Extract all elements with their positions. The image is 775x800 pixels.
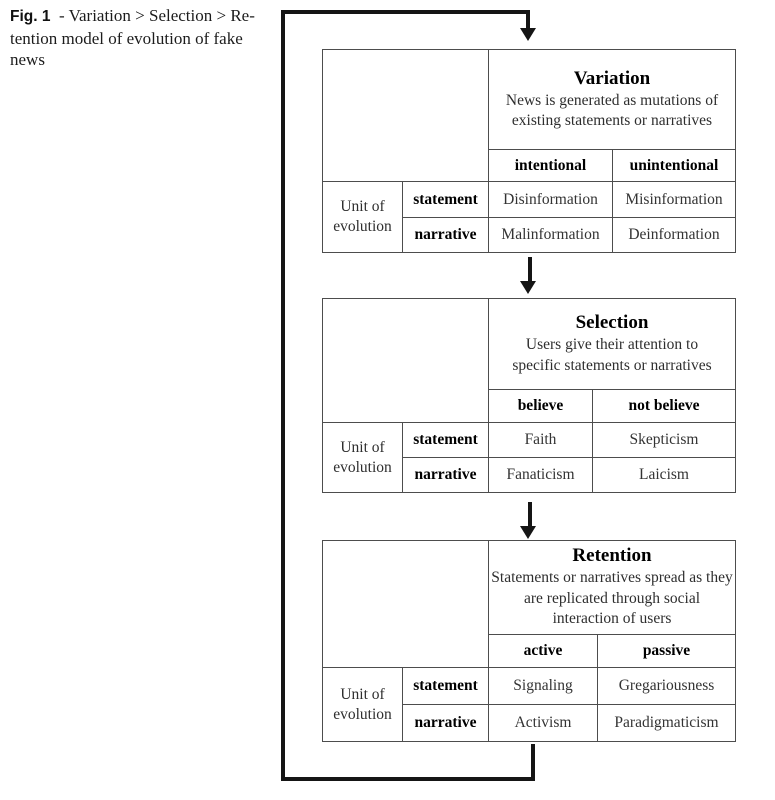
data-cell: Deinformation	[612, 217, 736, 253]
feedback-loop-return-line	[531, 744, 535, 781]
caption-line-3: news	[10, 50, 45, 69]
caption-line-1: Fig. 1 - Variation > Selection > Re-	[10, 5, 285, 28]
table-title: Selection	[575, 312, 649, 334]
data-cell: Activism	[488, 704, 598, 742]
row-label: narrative	[402, 217, 489, 253]
data-cell: Fanaticism	[488, 457, 593, 493]
variation-table: Variation News is generated as mutations…	[322, 49, 736, 253]
row-label: statement	[402, 181, 489, 218]
data-cell: Faith	[488, 422, 593, 458]
caption-line-2: tention model of evolution of fake	[10, 28, 243, 48]
table-description: Users give their attention to specific s…	[512, 336, 712, 374]
figure-number-label: Fig. 1	[10, 8, 51, 25]
flow-arrowhead-icon	[520, 526, 536, 539]
unit-of-evolution-label: Unit of evolution	[322, 181, 403, 253]
unit-of-evolution-label: Unit of evolution	[322, 667, 403, 742]
spacer-cell	[322, 298, 489, 423]
unit-of-evolution-label: Unit of evolution	[322, 422, 403, 493]
row-label: statement	[402, 667, 489, 705]
feedback-loop-entry-shaft	[526, 10, 530, 28]
retention-table: Retention Statements or narratives sprea…	[322, 540, 736, 742]
table-title: Variation	[573, 67, 651, 89]
row-label: narrative	[402, 704, 489, 742]
table-header-cell: Variation News is generated as mutations…	[488, 49, 736, 150]
data-cell: Skepticism	[592, 422, 736, 458]
data-cell: Gregariousness	[597, 667, 736, 705]
row-label: narrative	[402, 457, 489, 493]
table-header-cell: Retention Statements or narratives sprea…	[488, 540, 736, 635]
feedback-loop-bottom-line	[281, 777, 535, 781]
caption-title-text: - Variation > Selection > Re-	[50, 6, 255, 25]
feedback-loop-top-line	[281, 10, 530, 14]
data-cell: Paradigmaticism	[597, 704, 736, 742]
unit-label-line2: evolution	[333, 458, 392, 476]
unit-label-line1: Unit of	[340, 685, 385, 703]
loop-arrowhead-icon	[520, 28, 536, 41]
flow-arrow-variation-to-selection	[528, 257, 532, 281]
table-description: Statements or narratives spread as they …	[491, 569, 733, 628]
selection-table: Selection Users give their attention to …	[322, 298, 736, 493]
feedback-loop-left-line	[281, 10, 285, 781]
table-title: Retention	[572, 545, 652, 567]
unit-label-line1: Unit of	[340, 198, 385, 216]
column-header: active	[488, 634, 598, 668]
column-header: unintentional	[612, 149, 736, 182]
flow-arrow-selection-to-retention	[528, 502, 532, 526]
figure-caption: Fig. 1 - Variation > Selection > Re- ten…	[10, 5, 285, 71]
spacer-cell	[322, 540, 489, 668]
column-header: passive	[597, 634, 736, 668]
row-label: statement	[402, 422, 489, 458]
table-header-cell: Selection Users give their attention to …	[488, 298, 736, 390]
column-header: not believe	[592, 389, 736, 423]
unit-label-line2: evolution	[333, 218, 392, 235]
data-cell: Laicism	[592, 457, 736, 493]
unit-label-line2: evolution	[333, 705, 392, 723]
unit-label-line1: Unit of	[340, 438, 385, 456]
spacer-cell	[322, 49, 489, 182]
column-header: believe	[488, 389, 593, 423]
table-description: News is generated as mutations of existi…	[505, 91, 719, 129]
column-header: intentional	[488, 149, 613, 182]
data-cell: Signaling	[488, 667, 598, 705]
flow-arrowhead-icon	[520, 281, 536, 294]
data-cell: Malinformation	[488, 217, 613, 253]
data-cell: Disinformation	[488, 181, 613, 218]
data-cell: Misinformation	[612, 181, 736, 218]
